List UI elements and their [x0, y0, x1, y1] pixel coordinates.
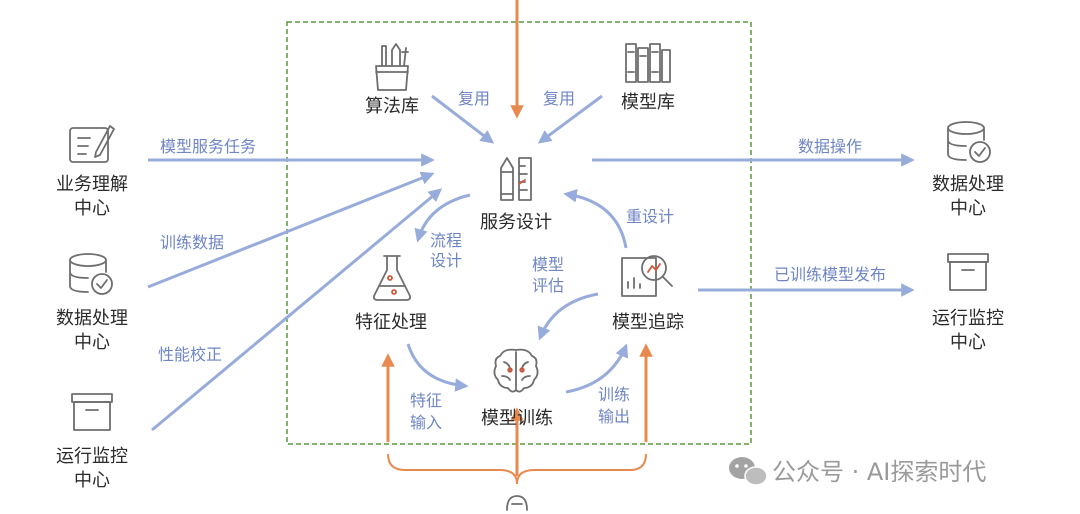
- edge-model-service-task: 模型服务任务: [160, 137, 256, 156]
- arrow-redesign: [563, 188, 628, 249]
- orange-brace: [387, 453, 647, 485]
- edge-reuse-right: 复用: [543, 89, 575, 108]
- edge-trained-release: 已训练模型发布: [774, 265, 886, 284]
- data-center-left-label-2: 中心: [74, 332, 110, 353]
- arrow-model-eval: [537, 292, 599, 341]
- edge-redesign: 重设计: [626, 207, 674, 226]
- arrow-model-to-design: [537, 94, 603, 144]
- arrow-ops-to-design: [151, 188, 443, 432]
- biz-center-label-1: 业务理解: [56, 174, 128, 195]
- model-train-label: 模型训练: [481, 408, 553, 429]
- arrow-flow-design: [414, 193, 471, 243]
- ops-center-left-label-1: 运行监控: [56, 446, 128, 467]
- magnifier-chart-icon: [621, 255, 673, 297]
- data-center-right-label-1: 数据处理: [932, 174, 1004, 195]
- ops-center-right-label-2: 中心: [950, 332, 986, 353]
- bookshelf-icon: [625, 43, 671, 83]
- edge-flow-design-1: 流程: [430, 231, 462, 250]
- arrow-data-to-design: [147, 171, 435, 289]
- data-center-left-label-1: 数据处理: [56, 308, 128, 329]
- dashed-frame: [286, 21, 752, 445]
- edge-training-data: 训练数据: [160, 233, 224, 252]
- biz-center-label-2: 中心: [74, 198, 110, 219]
- arrow-train-output: [565, 343, 629, 394]
- edge-flow-design-2: 设计: [430, 251, 462, 270]
- edge-model-eval-1: 模型: [532, 255, 564, 274]
- bottom-icon-partial: [506, 495, 528, 511]
- model-lib-label: 模型库: [621, 92, 675, 113]
- edge-train-output-1: 训练: [598, 385, 630, 404]
- edge-reuse-left: 复用: [458, 89, 490, 108]
- database-check-icon-left: [69, 253, 113, 295]
- brain-icon: [493, 348, 539, 393]
- edge-feature-input-2: 输入: [410, 413, 442, 432]
- data-center-right-label-2: 中心: [950, 198, 986, 219]
- database-check-icon-right: [947, 121, 991, 163]
- pencil-ruler-icon: [500, 157, 532, 201]
- archive-box-icon-left: [71, 393, 113, 431]
- edge-train-output-2: 输出: [598, 407, 630, 426]
- ops-center-right-label-1: 运行监控: [932, 308, 1004, 329]
- archive-box-icon-right: [947, 253, 989, 291]
- watermark-text: 公众号 · AI探索时代: [772, 458, 986, 486]
- service-design-label: 服务设计: [480, 212, 552, 233]
- flask-icon: [372, 255, 412, 301]
- edge-perf-calibration: 性能校正: [158, 345, 222, 364]
- edge-feature-input-1: 特征: [410, 391, 442, 410]
- wechat-icon: [729, 457, 768, 486]
- feature-proc-label: 特征处理: [355, 312, 427, 333]
- algo-lib-label: 算法库: [365, 96, 419, 117]
- tablet-pen-icon: [69, 125, 115, 163]
- edge-model-eval-2: 评估: [532, 276, 564, 295]
- ops-center-left-label-2: 中心: [74, 470, 110, 491]
- arrow-algo-to-design: [431, 94, 495, 144]
- toolbox-icon: [375, 43, 409, 91]
- arrow-feature-input: [406, 343, 469, 392]
- model-track-label: 模型追踪: [612, 312, 684, 333]
- edge-data-ops: 数据操作: [798, 137, 862, 156]
